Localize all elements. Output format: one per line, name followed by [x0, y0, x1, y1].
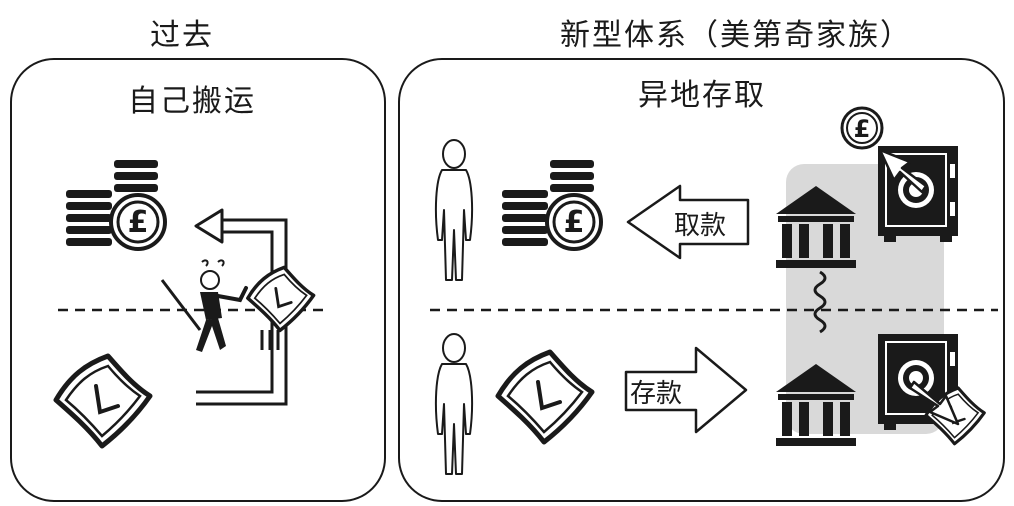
right-heading: 新型体系（美第奇家族）: [560, 18, 912, 53]
left-panel-title: 自己搬运: [128, 84, 256, 119]
connection-squiggle: [813, 270, 827, 334]
pound-coin-symbol: £: [854, 115, 871, 143]
withdraw-person-icon: [434, 139, 474, 281]
traveler-icon: [160, 259, 248, 352]
withdraw-label: 取款: [674, 211, 727, 241]
carried-banknote-icon: [246, 265, 316, 333]
withdrawn-coins-icon: [500, 158, 603, 251]
coin-stack-icon: [64, 158, 167, 251]
left-coin-symbol: £: [128, 205, 149, 240]
note-in-arrow: [908, 380, 960, 426]
deposit-person-icon: [434, 333, 474, 475]
right-coin-symbol: £: [564, 205, 585, 240]
banknote-icon: [56, 356, 150, 446]
deposit-banknote-icon: [498, 352, 592, 442]
deposit-arrow: [624, 346, 748, 434]
withdraw-arrow: [626, 184, 750, 260]
left-panel: [10, 58, 386, 502]
left-heading: 过去: [150, 18, 214, 53]
coin-out-arrow: [878, 148, 928, 194]
deposit-label: 存款: [630, 379, 683, 409]
right-panel-title: 异地存取: [638, 78, 766, 113]
